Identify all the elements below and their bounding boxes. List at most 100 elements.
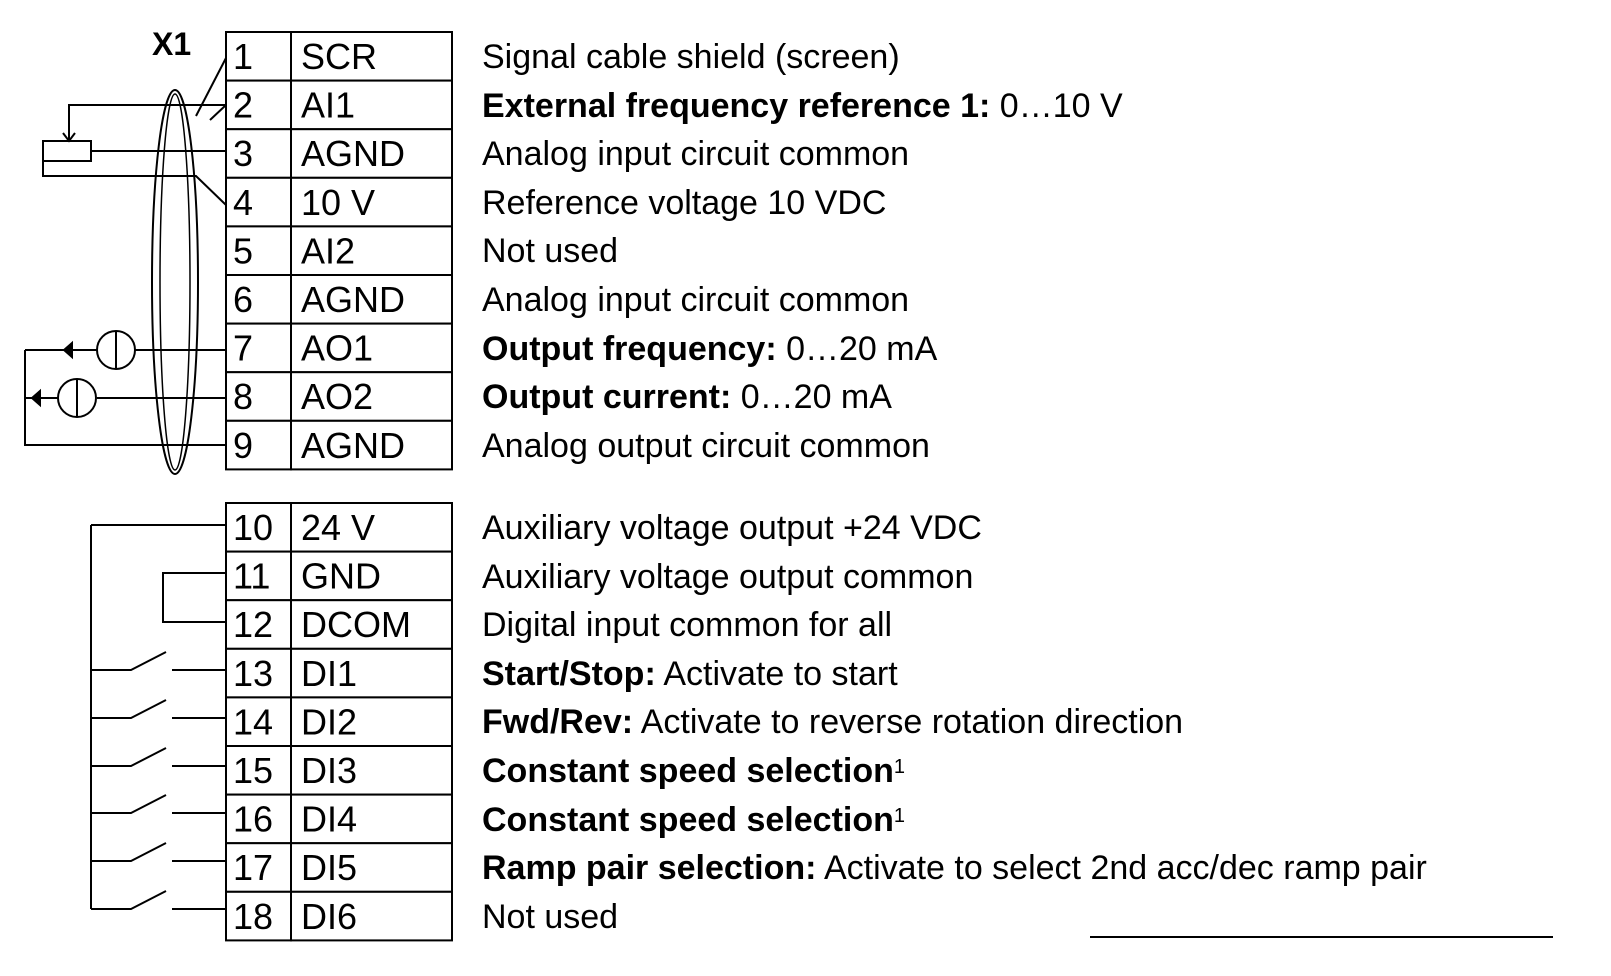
terminal-description: Fwd/Rev: Activate to reverse rotation di… [482, 702, 1183, 742]
description-text: Activate to start [655, 654, 898, 693]
ai1-slash [209, 104, 227, 121]
terminal-row: 10 24 V [225, 502, 453, 553]
terminal-name: DI2 [301, 701, 357, 742]
terminal-description: Constant speed selection1 [482, 751, 905, 791]
description-text: Analog output circuit common [482, 426, 930, 465]
description-text: Signal cable shield (screen) [482, 38, 900, 76]
terminal-description: Analog output circuit common [482, 426, 930, 466]
terminal-number-cell [225, 419, 292, 471]
connector-label-x1: X1 [152, 26, 192, 62]
terminal-name: AGND [301, 133, 405, 174]
terminal-description: Signal cable shield (screen) [482, 37, 900, 77]
terminal-number: 12 [233, 604, 273, 645]
terminal-name: DI4 [301, 799, 357, 840]
terminal-number-cell [225, 793, 292, 845]
terminal-number: 4 [233, 182, 253, 223]
terminal-number: 2 [233, 85, 253, 126]
di-switches [91, 651, 226, 910]
terminal-name: SCR [301, 36, 377, 77]
description-text: Not used [482, 232, 619, 271]
terminal-row: 18 DI6 [225, 890, 453, 942]
terminal-number: 3 [233, 133, 253, 174]
terminal-row: 15 DI3 [225, 745, 453, 796]
terminal-name-cell [290, 274, 453, 325]
terminal-description: Constant speed selection1 [482, 800, 905, 840]
terminal-number: 13 [233, 653, 273, 694]
description-bold: Ramp pair selection: [482, 849, 817, 888]
terminal-number-cell [225, 842, 292, 893]
terminal-name: DI5 [301, 847, 357, 888]
terminal-number-cell [225, 128, 292, 179]
shield-wire-1 [195, 57, 227, 117]
description-text: Analog input circuit common [482, 281, 910, 319]
pot-wiper [62, 118, 76, 143]
meter-return [24, 350, 226, 446]
description-bold: Constant speed selection [482, 800, 894, 839]
shield-cable-ellipse [151, 89, 199, 475]
terminal-description: Analog input circuit common [482, 280, 909, 320]
description-text: 0…20 mA [731, 378, 892, 417]
terminal-number: 5 [233, 230, 253, 271]
description-text: Auxiliary voltage output common [482, 557, 974, 596]
description-bold: Output frequency: [482, 329, 777, 368]
footnote-marker: 1 [893, 804, 905, 827]
terminal-name-cell [290, 419, 453, 471]
shield-cable-inner [159, 93, 191, 471]
terminal-name: AO2 [301, 376, 373, 417]
terminal-description: Auxiliary voltage output +24 VDC [482, 508, 982, 548]
terminal-name: GND [301, 556, 381, 597]
terminal-number-cell [225, 502, 292, 553]
potentiometer-icon [42, 140, 92, 162]
terminal-name-cell [290, 322, 453, 374]
description-text: Activate to reverse rotation direction [633, 703, 1184, 742]
terminal-number: 16 [233, 799, 273, 840]
description-text: Reference voltage 10 VDC [482, 183, 887, 222]
terminal-number: 7 [233, 328, 253, 369]
description-text: Auxiliary voltage output +24 VDC [482, 509, 982, 547]
terminal-number-cell [225, 890, 292, 942]
terminal-name-cell [290, 793, 453, 845]
description-text: 0…20 mA [776, 329, 938, 368]
wiring-lines [24, 57, 1553, 938]
description-bold: Output current: [482, 378, 732, 417]
terminal-row: 4 10 V [225, 176, 453, 228]
terminal-name: 10 V [301, 182, 375, 223]
arrow-ao1 [62, 340, 73, 360]
terminal-name: DI6 [301, 896, 357, 937]
terminal-row: 13 DI1 [225, 647, 453, 699]
terminal-number-cell [225, 225, 292, 276]
terminal-name: DI3 [301, 750, 357, 791]
terminal-number: 6 [233, 279, 253, 320]
description-bold: Constant speed selection [482, 752, 894, 790]
gnd-dcom-jumper [162, 572, 226, 623]
description-text: Digital input common for all [482, 606, 893, 645]
terminal-name-cell [290, 176, 453, 228]
terminal-number: 15 [233, 750, 273, 791]
terminal-description: Not used [482, 897, 618, 937]
terminal-name: AGND [301, 279, 405, 320]
terminal-description: Output frequency: 0…20 mA [482, 329, 937, 369]
terminal-description: Auxiliary voltage output common [482, 557, 973, 597]
terminal-description: Reference voltage 10 VDC [482, 183, 886, 223]
description-text: Activate to select 2nd acc/dec ramp pair [816, 849, 1427, 888]
terminal-name: AGND [301, 425, 405, 466]
terminal-number: 18 [233, 896, 273, 937]
terminal-name: 24 V [301, 507, 375, 548]
terminal-number-cell [225, 31, 292, 82]
terminal-row: 3 AGND [225, 128, 453, 179]
terminal-description: Output current: 0…20 mA [482, 377, 892, 417]
terminal-number: 17 [233, 847, 273, 888]
terminal-number: 10 [233, 507, 273, 548]
terminal-description: Not used [482, 231, 618, 271]
terminal-description: Start/Stop: Activate to start [482, 654, 898, 694]
arrow-ao2 [30, 388, 41, 408]
terminal-number-cell [225, 322, 292, 374]
terminal-name: DI1 [301, 653, 357, 694]
